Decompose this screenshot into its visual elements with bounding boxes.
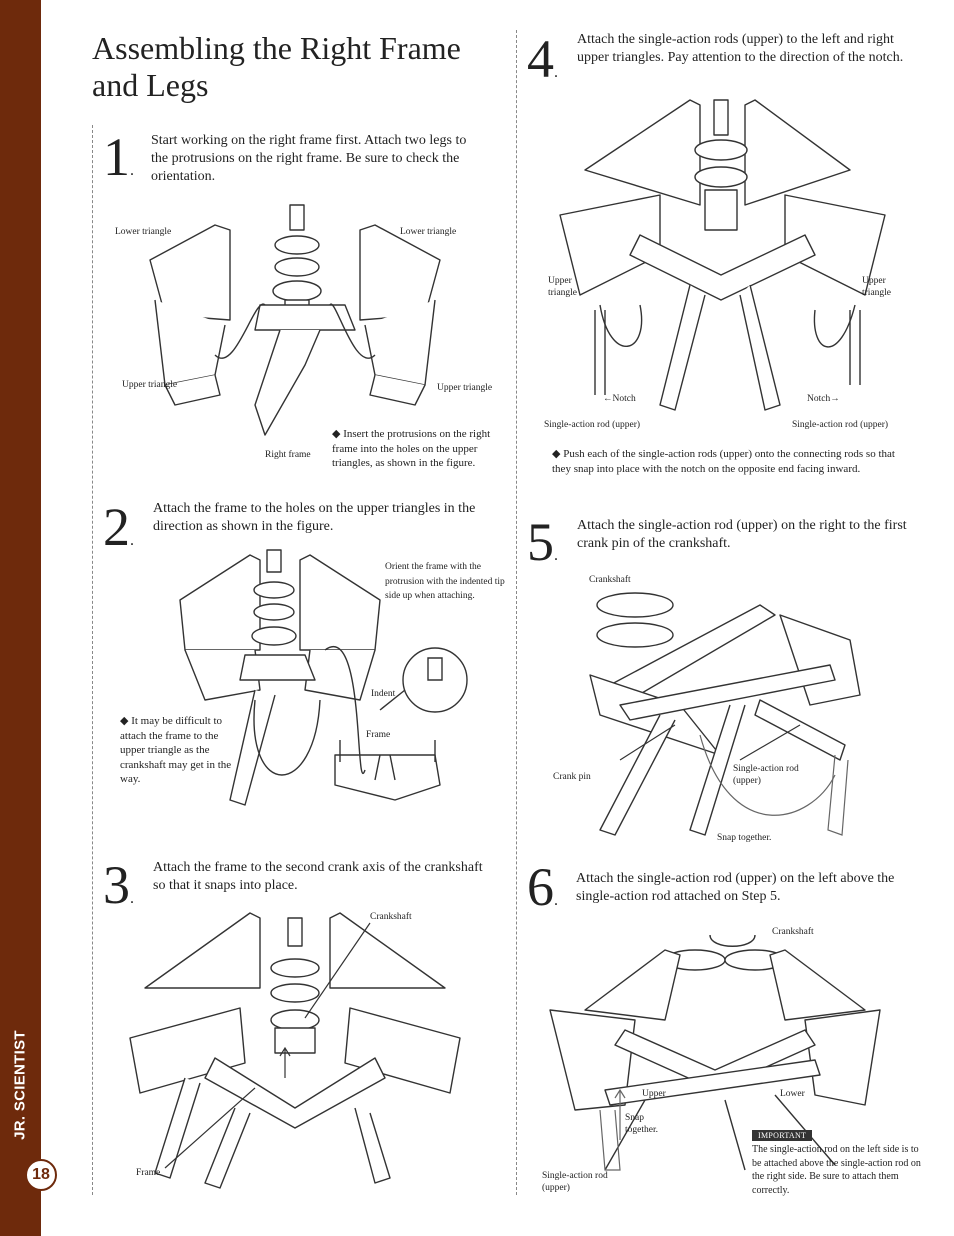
- step-2-digit: 2: [103, 497, 130, 557]
- step-1-label-upper-triangle-right: Upper triangle: [437, 383, 493, 393]
- step-4-label-upper-triangle-left: Upper triangle: [548, 276, 578, 298]
- step-2-illustration: [165, 540, 505, 810]
- step-6-label-rod-upper: Single-action rod (upper): [542, 1171, 608, 1193]
- step-2-label-frame: Frame: [366, 730, 391, 740]
- step-1-digit: 1: [103, 127, 130, 187]
- step-3-label-frame: Frame: [136, 1168, 161, 1178]
- step-2-note: ◆ It may be difficult to attach the fram…: [120, 715, 232, 785]
- step-6-number: 6.: [527, 860, 558, 928]
- step-2-dot: .: [130, 532, 134, 549]
- step-6-label-crankshaft: Crankshaft: [772, 927, 814, 937]
- step-5-digit: 5: [527, 512, 554, 572]
- step-5-number: 5.: [527, 515, 558, 583]
- step-6-illustration: [545, 930, 895, 1170]
- step-3-digit: 3: [103, 855, 130, 915]
- step-3-number: 3.: [103, 858, 134, 926]
- step-4-note: ◆ Push each of the single-action rods (u…: [552, 448, 895, 475]
- step-3-label-crankshaft: Crankshaft: [370, 912, 412, 922]
- step-2-number: 2.: [103, 500, 134, 568]
- step-4-dot: .: [554, 64, 558, 81]
- important-badge: IMPORTANT: [752, 1130, 813, 1141]
- step-1-dot: .: [130, 162, 134, 179]
- step-1-note: ◆ Insert the protrusions on the right fr…: [332, 428, 491, 469]
- step-1-text: Start working on the right frame first. …: [151, 133, 467, 184]
- step-4-illustration: [540, 95, 895, 415]
- step-4-label-rod-left: Single-action rod (upper): [544, 420, 641, 430]
- step-3-illustration: [125, 908, 465, 1188]
- step-2-orient-note: Orient the frame with the protrusion wit…: [385, 562, 505, 601]
- step-3-text: Attach the frame to the second crank axi…: [153, 860, 483, 893]
- step-1-label-right-frame: Right frame: [265, 450, 311, 460]
- brand-label: JR. SCIENTIST: [11, 1030, 29, 1140]
- step-5-dot: .: [554, 547, 558, 564]
- step-4-text: Attach the single-action rods (upper) to…: [577, 32, 904, 65]
- step-6-label-lower: Lower: [780, 1089, 805, 1099]
- step-6-text: Attach the single-action rod (upper) on …: [576, 871, 895, 904]
- left-column-divider: [92, 125, 93, 1195]
- step-5-illustration: [580, 585, 870, 845]
- step-5-label-rod-upper: Single-action rod (upper): [733, 764, 799, 786]
- step-4-label-notch-left: ←Notch: [603, 394, 636, 404]
- page-number: 18: [25, 1159, 57, 1191]
- step-6-label-snap-together: Snap together.: [625, 1113, 658, 1135]
- step-6-dot: .: [554, 892, 558, 909]
- step-4-label-notch-right: Notch→: [807, 394, 840, 404]
- step-2-label-indent: Indent: [371, 689, 396, 699]
- step-4-label-rod-right: Single-action rod (upper): [792, 420, 889, 430]
- step-5-label-snap-together: Snap together.: [717, 833, 772, 843]
- sidebar-band: JR. SCIENTIST: [0, 0, 41, 1236]
- step-5-label-crank-pin: Crank pin: [553, 772, 591, 782]
- step-4-label-upper-triangle-right: Upper triangle: [862, 276, 892, 298]
- page-title: Assembling the Right Frame and Legs: [92, 30, 461, 103]
- step-4-number: 4.: [527, 32, 558, 100]
- step-5-label-crankshaft: Crankshaft: [589, 575, 631, 585]
- step-6-digit: 6: [527, 857, 554, 917]
- center-column-divider: [516, 30, 517, 1195]
- step-6-label-upper: Upper: [642, 1089, 666, 1099]
- step-4-digit: 4: [527, 29, 554, 89]
- step-1-label-upper-triangle-left: Upper triangle: [122, 380, 178, 390]
- step-1-label-lower-triangle-left: Lower triangle: [115, 227, 172, 237]
- step-6-important-note: The single-action rod on the left side i…: [752, 1144, 921, 1196]
- step-1-illustration: [105, 205, 485, 445]
- step-1-label-lower-triangle-right: Lower triangle: [400, 227, 457, 237]
- step-2-text: Attach the frame to the holes on the upp…: [153, 501, 476, 534]
- step-1-number: 1.: [103, 130, 134, 198]
- step-5-text: Attach the single-action rod (upper) on …: [577, 518, 907, 551]
- step-3-dot: .: [130, 890, 134, 907]
